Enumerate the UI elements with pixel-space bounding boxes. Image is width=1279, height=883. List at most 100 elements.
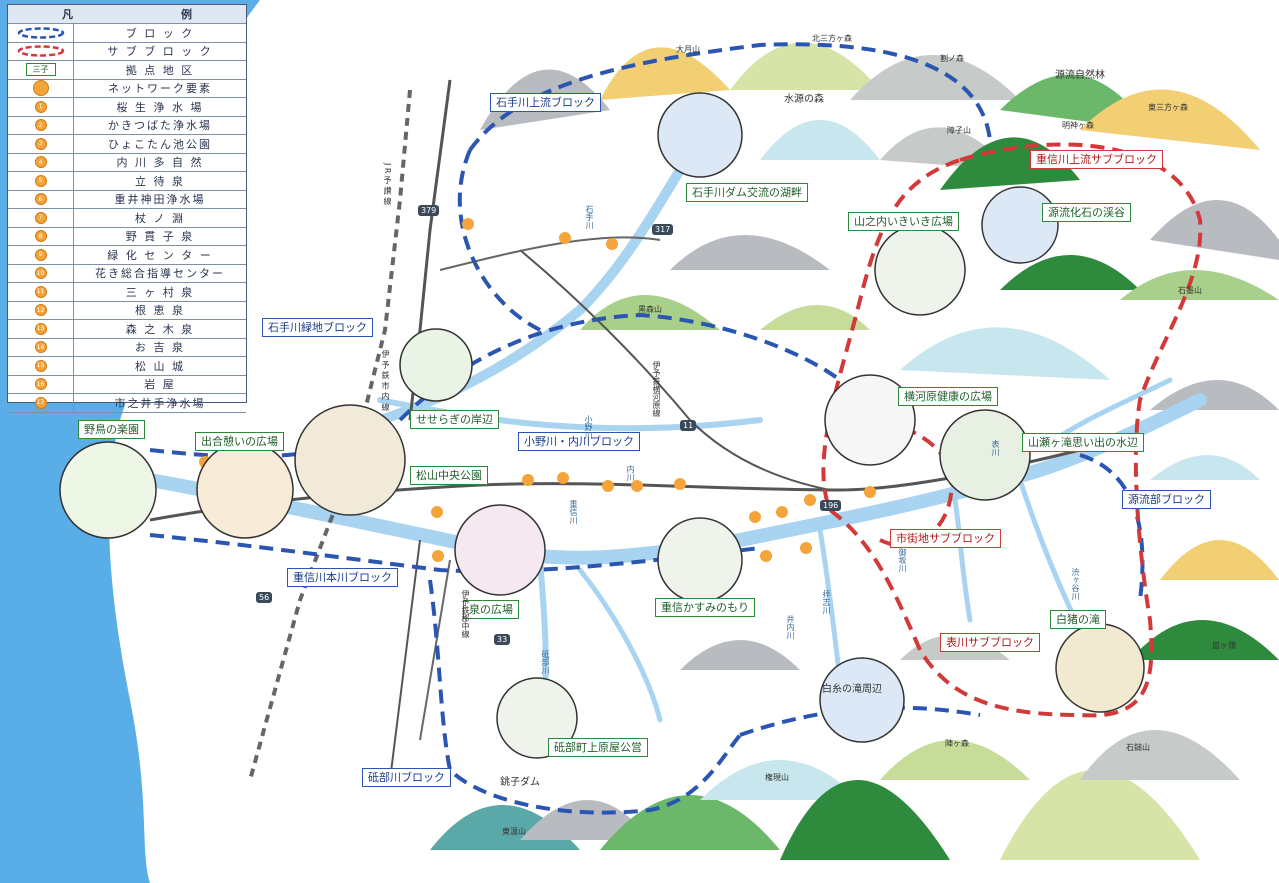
numbered-dot: 7: [34, 211, 47, 224]
legend-symbol: 5: [8, 172, 74, 190]
legend-symbol: 17: [8, 394, 74, 412]
river-name: 渋ヶ谷川: [1071, 568, 1080, 600]
legend-symbol: 2: [8, 116, 74, 134]
legend-label: ネットワーク要素: [108, 82, 212, 96]
mountain-name: 明神ヶ森: [1062, 121, 1094, 130]
legend-row: サ ブ ブ ロ ッ ク: [8, 42, 246, 61]
legend-label: 森 之 木 泉: [125, 322, 195, 336]
numbered-dot: 10: [34, 267, 47, 280]
network-points: [199, 218, 876, 562]
legend-label: かきつばた浄水場: [108, 119, 212, 133]
river-name: 内川: [626, 465, 635, 481]
numbered-dot: 16: [34, 378, 47, 391]
legend-label: 市之井手浄水場: [114, 396, 206, 410]
green-label: 山之内いきいき広場: [848, 212, 959, 231]
legend-label: 根 恵 泉: [135, 304, 185, 318]
numbered-dot: 9: [34, 248, 47, 261]
legend-row: 17 市之井手浄水場: [8, 394, 246, 413]
legend-row: 12 根 恵 泉: [8, 301, 246, 320]
numbered-dot: 11: [34, 285, 47, 298]
green-label: 横河原健康の広場: [898, 387, 998, 406]
legend-label: 桜 生 浄 水 場: [116, 100, 204, 114]
legend-symbol: 15: [8, 357, 74, 375]
numbered-dot: 3: [34, 137, 47, 150]
place-name: 伊予鉄横河原線: [652, 361, 661, 417]
river-name: 重信川: [569, 500, 578, 524]
numbered-dot: 4: [34, 156, 47, 169]
river-name: 御坂川: [898, 548, 907, 572]
numbered-dot: 2: [34, 119, 47, 132]
green-label: 源流化石の渓谷: [1042, 203, 1131, 222]
red-label: 重信川上流サブブロック: [1030, 150, 1163, 169]
legend-panel: 凡 例 ブ ロ ッ クサ ブ ブ ロ ッ ク三子拠 点 地 区ネットワーク要素 1…: [7, 4, 247, 413]
legend-symbol: 1: [8, 98, 74, 116]
legend-symbol: 8: [8, 227, 74, 245]
numbered-dot: 6: [34, 193, 47, 206]
mountain-name: 陣ヶ森: [945, 739, 969, 748]
legend-row: 10 花き総合指導センター: [8, 264, 246, 283]
legend-row: 14 お 吉 泉: [8, 338, 246, 357]
numbered-dot: 14: [34, 341, 47, 354]
legend-row: ブ ロ ッ ク: [8, 24, 246, 43]
legend-symbol: 7: [8, 209, 74, 227]
place-name: 伊 予 鉄 市 内 線: [381, 350, 390, 411]
mountain-name: 北三方ヶ森: [812, 34, 852, 43]
mountain-name: 割ノ森: [940, 54, 964, 63]
legend-row: 3 ひょこたん池公園: [8, 135, 246, 154]
red-label: 表川サブブロック: [940, 633, 1040, 652]
river-name: 井内川: [786, 615, 795, 639]
green-label: 野鳥の楽園: [78, 420, 145, 439]
legend-label: 三 ヶ 村 泉: [125, 285, 195, 299]
blue-label: 石手川上流ブロック: [490, 93, 601, 112]
legend-row: 2 かきつばた浄水場: [8, 116, 246, 135]
red-label: 市街地サブブロック: [890, 529, 1001, 548]
river-name: 表川: [991, 440, 1000, 456]
blue-label: 源流部ブロック: [1122, 490, 1211, 509]
legend-header-left: 凡: [62, 8, 73, 21]
place-name: 源流自然林: [1055, 70, 1105, 81]
mountain-name: 大月山: [676, 45, 700, 54]
legend-rows: ブ ロ ッ クサ ブ ブ ロ ッ ク三子拠 点 地 区ネットワーク要素 1 桜 生 …: [8, 24, 246, 413]
legend-label: 花き総合指導センター: [95, 267, 225, 281]
legend-row: 1 桜 生 浄 水 場: [8, 98, 246, 117]
route-shield: 56: [256, 592, 273, 603]
green-label: せせらぎの岸辺: [410, 410, 499, 429]
legend-label: お 吉 泉: [135, 341, 185, 355]
route-shield: 11: [680, 420, 697, 431]
river-name: 砥部川: [541, 650, 550, 674]
legend-label: 重井神田浄水場: [114, 193, 206, 207]
legend-label: 杖 ノ 淵: [135, 211, 185, 225]
numbered-dot: 13: [34, 322, 47, 335]
mountain-name: 黒森山: [638, 305, 662, 314]
numbered-dot: 1: [34, 100, 47, 113]
river-name: 拝志川: [822, 590, 831, 614]
numbered-dot: 17: [34, 396, 47, 409]
legend-symbol: 12: [8, 301, 74, 319]
legend-symbol: 11: [8, 283, 74, 301]
legend-row: 13 森 之 木 泉: [8, 320, 246, 339]
legend-row: ネットワーク要素: [8, 79, 246, 98]
green-label: 重信かすみのもり: [655, 598, 755, 617]
legend-label: ブ ロ ッ ク: [125, 26, 195, 40]
legend-symbol: 13: [8, 320, 74, 338]
numbered-dot: 8: [34, 230, 47, 243]
river-name: 石手川: [585, 205, 594, 229]
legend-symbol: 3: [8, 135, 74, 153]
place-name: 銚子ダム: [500, 777, 540, 788]
mountain-name: 東三方ヶ森: [1148, 103, 1188, 112]
legend-row: 三子拠 点 地 区: [8, 61, 246, 80]
legend-header-right: 例: [181, 8, 192, 21]
blue-label: 石手川緑地ブロック: [262, 318, 373, 337]
legend-symbol: 6: [8, 190, 74, 208]
legend-label: ひょこたん池公園: [108, 137, 212, 151]
mountain-name: 石鎚山: [1126, 743, 1150, 752]
legend-symbol: [8, 42, 74, 60]
legend-label: 松 山 城: [135, 359, 185, 373]
green-label: 白猪の滝: [1050, 610, 1106, 629]
legend-symbol: [8, 79, 74, 97]
